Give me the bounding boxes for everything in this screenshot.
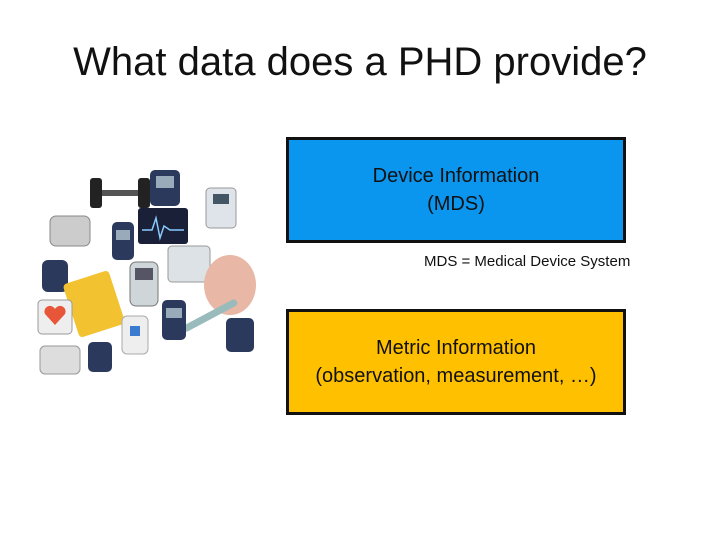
pedometer-icon bbox=[88, 342, 112, 372]
metric-box-line2: (observation, measurement, …) bbox=[315, 362, 596, 390]
blood-pressure-monitor-icon bbox=[40, 346, 80, 374]
glucose-meter-icon bbox=[162, 300, 186, 340]
slide-title: What data does a PHD provide? bbox=[0, 40, 720, 85]
device-information-box: Device Information (MDS) bbox=[286, 137, 626, 243]
ecg-monitor-icon bbox=[138, 208, 188, 244]
metric-box-line1: Metric Information bbox=[376, 334, 536, 362]
activity-monitor-icon bbox=[226, 318, 254, 352]
mds-box-line1: Device Information bbox=[373, 162, 540, 190]
dumbbell-icon bbox=[90, 178, 150, 208]
blood-pressure-cuff-icon bbox=[50, 216, 90, 246]
metric-information-box: Metric Information (observation, measure… bbox=[286, 309, 626, 415]
body-scale-icon bbox=[168, 246, 210, 282]
mds-definition-note: MDS = Medical Device System bbox=[424, 253, 630, 270]
mds-box-line2: (MDS) bbox=[427, 190, 485, 218]
glucose-meter-icon bbox=[112, 222, 134, 260]
medical-devices-illustration bbox=[30, 150, 280, 380]
